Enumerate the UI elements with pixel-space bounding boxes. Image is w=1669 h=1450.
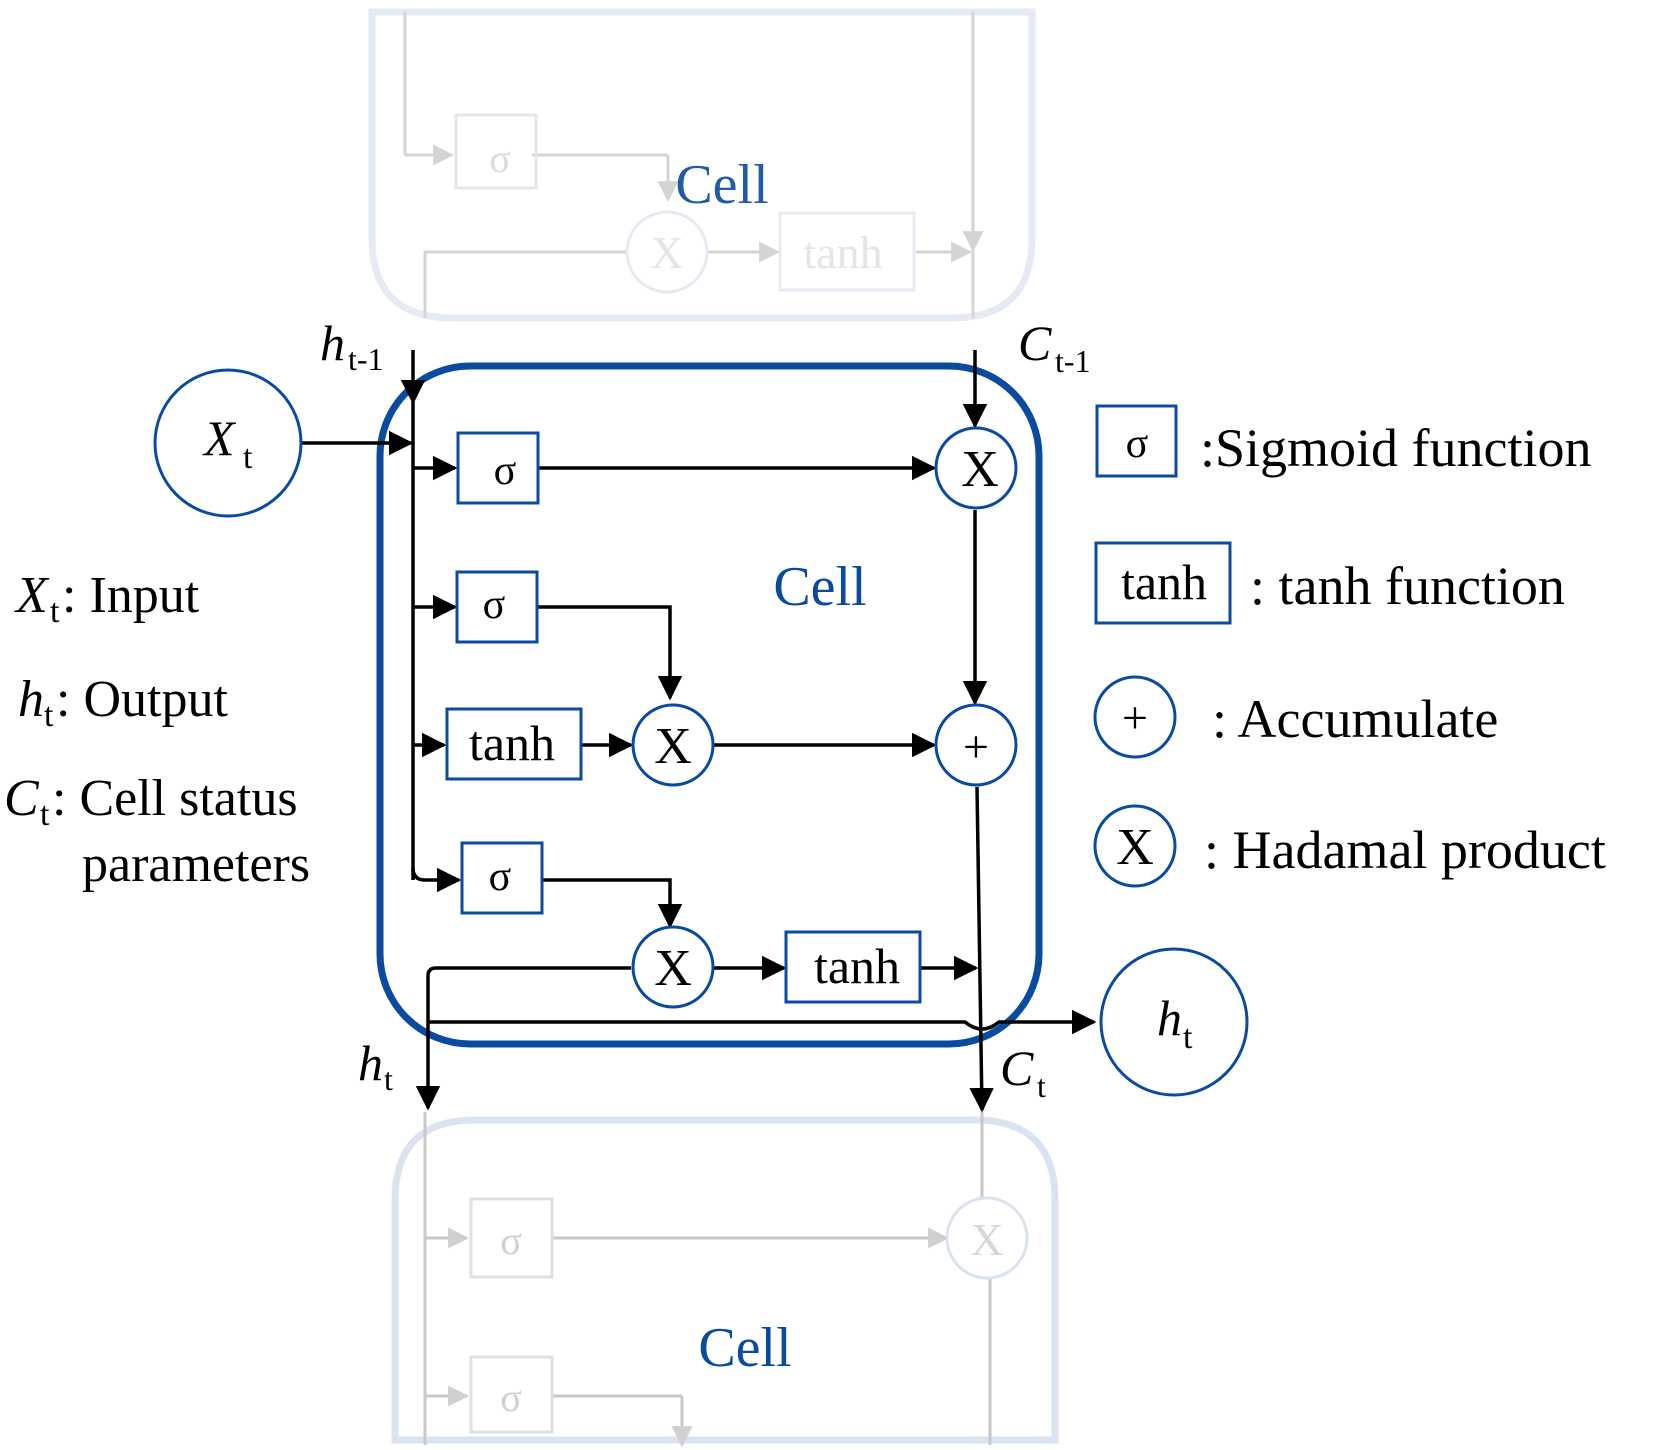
def-input-subscript: t bbox=[50, 593, 60, 630]
output-gate-sigma-label: σ bbox=[489, 854, 512, 900]
next-faded-sigma-2-label: σ bbox=[500, 1375, 522, 1420]
candidate-tanh-label: tanh bbox=[469, 715, 555, 771]
legend-accumulate: + : Accumulate bbox=[1093, 675, 1498, 759]
previous-cell-frame bbox=[368, 8, 1036, 322]
c-out-symbol: C bbox=[1000, 1040, 1034, 1096]
accumulate-label: + bbox=[963, 721, 989, 772]
legend-tanh-text: : tanh function bbox=[1250, 556, 1565, 616]
input-gate-sigma-label: σ bbox=[483, 582, 506, 628]
forget-hadamard-node: X bbox=[934, 426, 1018, 510]
legend-accumulate-text: : Accumulate bbox=[1212, 689, 1498, 749]
definition-output: h t : Output bbox=[18, 671, 228, 734]
faded-sigma-label: σ bbox=[489, 136, 511, 181]
previous-cell-label: Cell bbox=[675, 154, 768, 216]
faded-times-label: X bbox=[650, 227, 683, 278]
output-hadamard-node: X bbox=[631, 925, 715, 1009]
forget-gate-sigma-label: σ bbox=[494, 448, 517, 494]
next-faded-sigma-1-label: σ bbox=[500, 1218, 522, 1263]
legend-tanh: tanh : tanh function bbox=[1094, 541, 1565, 625]
faded-tanh-label: tanh bbox=[803, 227, 882, 278]
def-cell-text-line1: : Cell status bbox=[52, 770, 298, 827]
forget-hadamard-label: X bbox=[961, 441, 999, 498]
label-h-t-down: h t bbox=[358, 1035, 393, 1097]
def-output-symbol: h bbox=[18, 671, 44, 728]
input-xt-node: X t bbox=[153, 368, 303, 518]
next-cell-faded: σ σ X Cell bbox=[391, 1112, 1059, 1448]
candidate-tanh-block: tanh bbox=[445, 707, 583, 781]
def-output-text: : Output bbox=[56, 671, 228, 728]
c-prev-subscript: t-1 bbox=[1055, 343, 1091, 379]
label-c-t: C t bbox=[1000, 1040, 1046, 1104]
def-cell-symbol: C bbox=[4, 770, 40, 827]
h-out-symbol: h bbox=[358, 1035, 383, 1091]
h-prev-subscript: t-1 bbox=[348, 341, 384, 377]
next-cell-label: Cell bbox=[698, 1317, 791, 1379]
def-output-subscript: t bbox=[44, 697, 54, 734]
output-ht-node: h t bbox=[1099, 947, 1249, 1097]
output-ht-subscript: t bbox=[1183, 1019, 1193, 1056]
output-hadamard-label: X bbox=[654, 940, 692, 997]
legend-sigmoid: σ :Sigmoid function bbox=[1095, 404, 1592, 478]
definition-input: X t : Input bbox=[14, 567, 200, 630]
legend-hadamal-text: : Hadamal product bbox=[1204, 820, 1606, 880]
c-prev-symbol: C bbox=[1018, 315, 1052, 371]
previous-cell-faded: σ X tanh Cell bbox=[368, 8, 1036, 322]
accumulate-node: + bbox=[934, 703, 1018, 787]
c-out-subscript: t bbox=[1037, 1068, 1046, 1104]
input-hadamard-label: X bbox=[654, 718, 692, 775]
main-cell-label: Cell bbox=[773, 556, 866, 618]
input-gate-sigmoid: σ bbox=[455, 570, 539, 644]
output-gate-sigmoid: σ bbox=[460, 841, 544, 915]
input-xt-subscript: t bbox=[243, 439, 253, 476]
output-tanh-label: tanh bbox=[814, 938, 900, 994]
legend-hadamal-symbol: X bbox=[1116, 819, 1154, 876]
def-cell-text-line2: parameters bbox=[82, 836, 310, 893]
next-cell-frame bbox=[391, 1116, 1059, 1444]
main-connections bbox=[302, 350, 1097, 1113]
output-ht-symbol: h bbox=[1157, 990, 1182, 1046]
legend-hadamal: X : Hadamal product bbox=[1093, 804, 1606, 888]
label-h-t-minus-1: h t-1 bbox=[320, 315, 384, 377]
h-out-subscript: t bbox=[384, 1061, 393, 1097]
output-tanh-block: tanh bbox=[784, 930, 922, 1004]
input-hadamard-node: X bbox=[631, 703, 715, 787]
legend-sigmoid-text: :Sigmoid function bbox=[1200, 418, 1592, 478]
forget-gate-sigmoid: σ bbox=[456, 431, 540, 505]
label-c-t-minus-1: C t-1 bbox=[1018, 315, 1091, 379]
legend-sigmoid-symbol: σ bbox=[1126, 421, 1149, 467]
main-cell-frame bbox=[376, 362, 1043, 1048]
def-input-text: : Input bbox=[62, 567, 200, 624]
h-prev-symbol: h bbox=[320, 315, 345, 371]
def-cell-subscript: t bbox=[40, 796, 50, 833]
definition-cell-status: C t : Cell status parameters bbox=[4, 770, 310, 893]
input-xt-symbol: X bbox=[202, 410, 237, 466]
legend-accumulate-symbol: + bbox=[1122, 692, 1148, 743]
def-input-symbol: X bbox=[14, 567, 50, 624]
legend-tanh-symbol: tanh bbox=[1121, 554, 1207, 610]
next-faded-times-label: X bbox=[970, 1214, 1003, 1265]
